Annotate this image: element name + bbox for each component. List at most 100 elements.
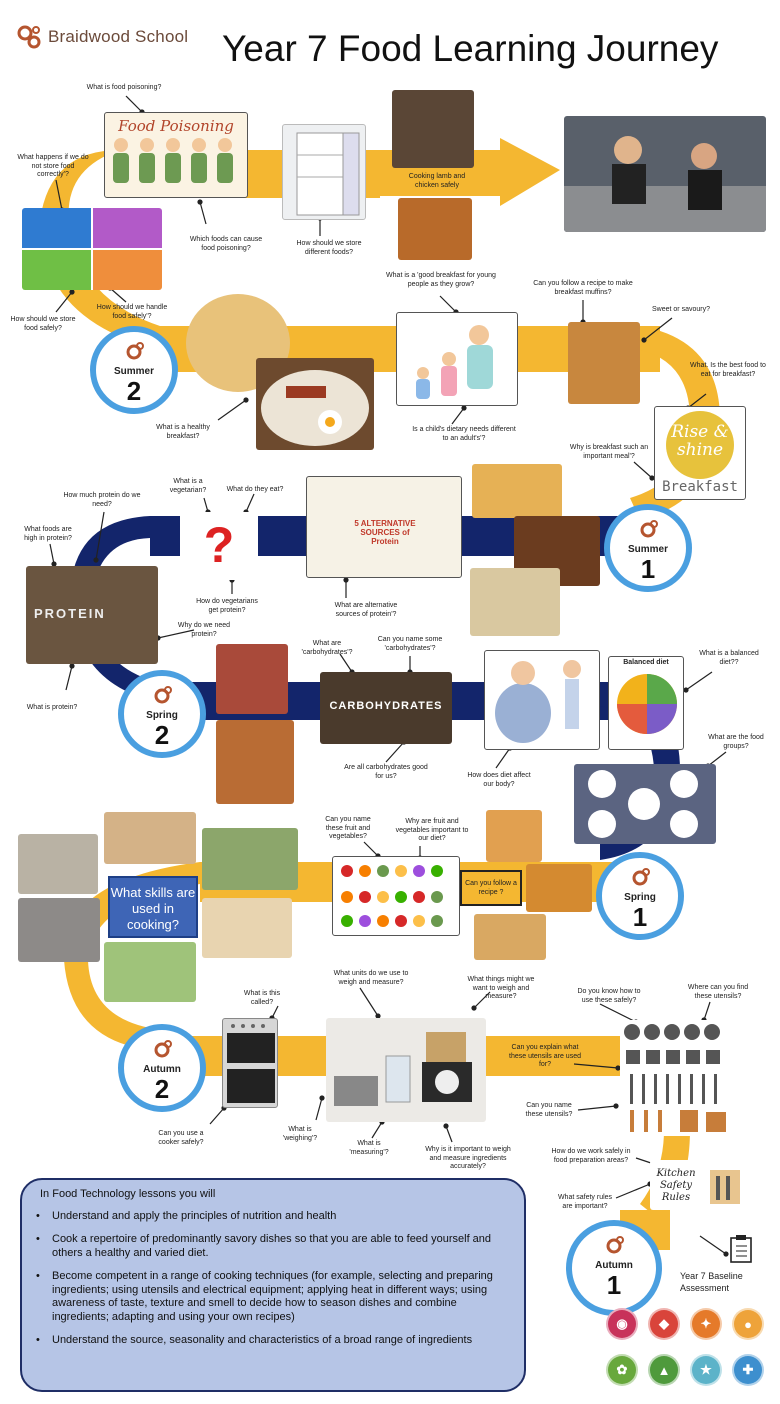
breakfast-text: Breakfast	[662, 479, 738, 495]
info-intro: In Food Technology lessons you will	[40, 1188, 216, 1200]
body-shapes-illustration	[484, 650, 600, 750]
badge-number: 2	[126, 376, 142, 406]
pasta-image	[216, 720, 294, 804]
q-childs-needs: Is a child's dietary needs different to …	[412, 426, 516, 442]
q-name-fruit: Can you name these fruit and vegetables?	[325, 816, 371, 840]
wraps-image	[470, 568, 560, 636]
creativity-icon: ●	[732, 1308, 764, 1340]
q-what-carbs: What are 'carbohydrates'?	[301, 640, 353, 656]
gear-icon	[126, 342, 144, 360]
carbohydrates-image: CARBOHYDRATES	[320, 672, 452, 744]
q-veg-protein: How do vegetarians get protein?	[196, 598, 258, 614]
badge-number: 2	[154, 1074, 170, 1104]
q-sweet-savoury: Sweet or savoury?	[652, 306, 710, 313]
q-high-protein: What foods are high in protein?	[24, 526, 72, 542]
boiling-pot-image	[18, 898, 100, 962]
q-diet-affect: How does diet affect our body?	[467, 772, 531, 788]
skills-box: What skills are used in cooking?	[108, 876, 198, 938]
q-units: What units do we use to weigh and measur…	[333, 970, 409, 986]
open-fridge-image	[282, 124, 366, 220]
page-title: Year 7 Food Learning Journey	[222, 28, 719, 69]
grater-image	[18, 834, 98, 894]
cooker-image	[222, 1018, 278, 1108]
alternative-protein-chart: 5 ALTERNATIVE SOURCES of Protein	[306, 476, 462, 578]
info-bullet: Understand the source, seasonality and c…	[36, 1334, 510, 1348]
q-weighing: What is 'weighing'?	[282, 1126, 318, 1142]
skills-icon-row-1: ◉ ◆ ✦ ●	[606, 1308, 764, 1340]
q-why-protein: Why do we need protein?	[177, 622, 231, 638]
chefs-cooking-photo	[564, 116, 766, 232]
q-food-groups: What are the food groups?	[708, 734, 764, 750]
badge-number: 1	[606, 1270, 622, 1300]
chopping-herbs-image	[202, 828, 298, 890]
q-best-food: What. Is the best food to eat for breakf…	[690, 362, 766, 378]
q-why-breakfast: Why is breakfast such an important meal'…	[569, 444, 649, 460]
badge-summer-2: Summer 2	[90, 326, 178, 414]
gear-icon	[606, 1236, 624, 1254]
containers-icon	[93, 208, 162, 248]
aiming-high-icon: ▲	[648, 1354, 680, 1386]
food-groups-image	[574, 764, 716, 844]
q-which-foods: Which foods can cause food poisoning?	[189, 236, 263, 252]
q-what-eat: What do they eat?	[226, 486, 284, 493]
badge-spring-2: Spring 2	[118, 670, 206, 758]
q-safety-rules: What safety rules are important?	[557, 1194, 613, 1210]
thermometer-icon	[22, 208, 91, 248]
q-what-happens: What happens if we do not store food cor…	[17, 154, 89, 178]
q-why-weigh: Why is it important to weigh and measure…	[425, 1146, 511, 1170]
balanced-diet-chart: Balanced diet	[608, 656, 684, 750]
follow-recipe-box: Can you follow a recipe ?	[460, 870, 522, 906]
badge-season: Summer	[627, 544, 668, 555]
q-cooker-safely: Can you use a cooker safely?	[158, 1130, 204, 1146]
fruit-vegetables-image	[332, 856, 460, 936]
fish-icon	[93, 250, 162, 290]
roast-chicken-image	[398, 198, 472, 260]
q-work-safely: How do we work safely in food preparatio…	[551, 1148, 631, 1164]
q-store-safely: How should we store food safely?	[10, 316, 76, 332]
q-food-poisoning: What is food poisoning?	[86, 84, 162, 91]
q-what-protein: What is protein?	[26, 704, 78, 711]
skills-icon-row-2: ✿ ▲ ★ ✚	[606, 1354, 764, 1386]
info-bullet: Understand and apply the principles of n…	[36, 1210, 510, 1224]
listening-icon: ◉	[606, 1308, 638, 1340]
lessons-info-box: In Food Technology lessons you will Unde…	[20, 1178, 526, 1392]
family-illustration	[396, 312, 518, 406]
gear-icon	[640, 520, 658, 538]
pizza-image	[474, 914, 546, 960]
carbohydrates-label: CARBOHYDRATES	[329, 700, 443, 712]
rise-shine-image: Rise & shine Breakfast	[654, 406, 746, 500]
alt-protein-title: 5 ALTERNATIVE SOURCES of Protein	[354, 519, 416, 546]
scales-measuring-image	[326, 1018, 486, 1122]
sick-people-illustration	[113, 138, 233, 183]
peeler-image	[104, 812, 196, 864]
utensils-image	[620, 1020, 740, 1136]
badge-season: Autumn	[595, 1260, 633, 1271]
q-healthy-breakfast: What is a healthy breakfast?	[156, 424, 210, 440]
q-find-utensils: Where can you find these utensils?	[687, 984, 749, 1000]
q-handle-safely: How should we handle food safely'?	[96, 304, 168, 320]
gears-icon	[17, 25, 41, 49]
q-explain-utensils: Can you explain what these utensils are …	[509, 1044, 581, 1068]
badge-number: 2	[154, 720, 170, 750]
badge-autumn-2: Autumn 2	[118, 1024, 206, 1112]
road-curve-left1	[40, 150, 160, 350]
info-list: Understand and apply the principles of n…	[36, 1210, 510, 1348]
gear-icon	[632, 868, 650, 886]
badge-autumn-1: Autumn 1	[566, 1220, 662, 1316]
school-name: Braidwood School	[48, 27, 189, 46]
q-good-breakfast: What is a 'good breakfast for young peop…	[386, 272, 496, 288]
badge-season: Spring	[146, 710, 178, 721]
muffin-image	[568, 322, 640, 404]
badge-summer-1: Summer 1	[604, 504, 692, 592]
food-poisoning-title: Food Poisoning	[118, 117, 234, 135]
problem-solving-icon: ✦	[690, 1308, 722, 1340]
food-poisoning-image: Food Poisoning	[104, 112, 248, 198]
q-name-carbs: Can you name some 'carbohydrates'?	[377, 636, 443, 652]
badge-season: Summer	[113, 366, 154, 377]
full-breakfast-image	[256, 358, 374, 450]
kitchen-safety-title: Kitchen Safety Rules	[656, 1168, 696, 1203]
info-bullet: Become competent in a range of cooking t…	[36, 1270, 510, 1324]
balanced-diet-title: Balanced diet	[623, 659, 669, 666]
gear-icon	[154, 1040, 172, 1058]
